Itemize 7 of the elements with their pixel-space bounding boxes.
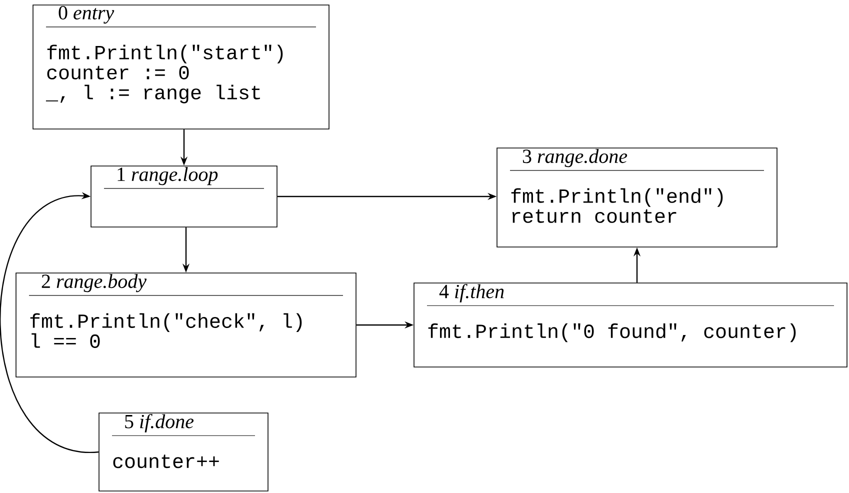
code-block: 3 range.done fmt.Println("end") return counter bbox=[496, 148, 778, 248]
code-block: 5 if.done counter++ bbox=[98, 412, 268, 492]
code-block: 4 if.then fmt.Println("0 found", counter) bbox=[414, 282, 848, 368]
code-block: 0 entry fmt.Println("start") counter := 0 _, l := range list bbox=[32, 4, 330, 130]
code-block: 1 range.loop bbox=[90, 166, 278, 228]
arrow bbox=[0, 192, 99, 453]
code-block: 2 range.body fmt.Println("check", l) l == 0 bbox=[16, 272, 356, 378]
